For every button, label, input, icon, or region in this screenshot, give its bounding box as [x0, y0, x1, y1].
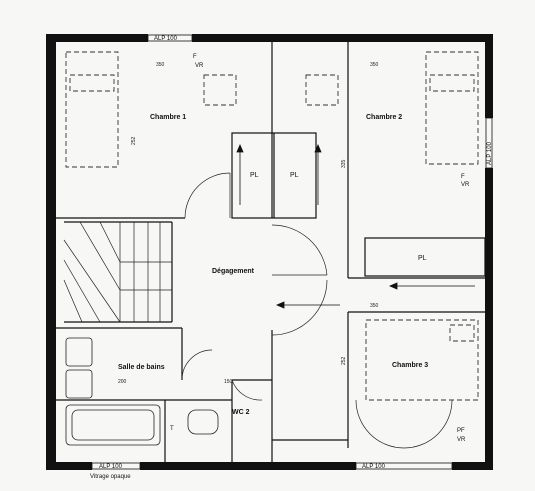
dim-top-left: 350	[156, 62, 165, 68]
tag-right-vr: VR	[461, 182, 470, 188]
tag-bath-t: T	[170, 426, 174, 432]
window-bottom	[91, 462, 141, 470]
window-bottom-right	[355, 462, 453, 470]
staircase	[63, 221, 172, 323]
furniture-dashed	[65, 51, 479, 401]
window-note-bottom: Vitrage opaque	[90, 474, 131, 480]
window-right	[485, 117, 493, 169]
dim-mid-right: 350	[370, 303, 379, 309]
window-label-bottom: ALP 100	[99, 464, 123, 470]
closet-label-pl2: PL	[290, 172, 299, 179]
tag-top-vr: VR	[195, 63, 204, 69]
arrows	[236, 143, 475, 309]
tag-bottom-vr: VR	[457, 437, 466, 443]
dim-top-right: 350	[370, 62, 379, 68]
closet-label-pl3: PL	[418, 255, 427, 262]
interior-walls	[56, 42, 486, 462]
tag-bottom-pf: PF	[457, 428, 465, 434]
window-label-right: ALP 100	[487, 141, 493, 165]
room-label-chambre2: Chambre 2	[366, 114, 402, 121]
bath-fixtures	[65, 337, 219, 446]
dim-mid-vertical: 335	[341, 159, 347, 168]
outer-walls	[46, 34, 493, 470]
dim-bottom-vertical: 252	[341, 356, 347, 365]
window-openings	[92, 34, 493, 470]
room-label-chambre1: Chambre 1	[150, 114, 186, 121]
door-swings	[181, 172, 453, 449]
window-label-bottom-right: ALP 100	[362, 464, 386, 470]
tag-right-f: F	[461, 174, 465, 180]
room-label-salle-de-bains: Salle de bains	[118, 364, 165, 371]
closet-label-pl1: PL	[250, 172, 259, 179]
dim-bath: 200	[118, 379, 127, 385]
dim-wc: 150	[224, 379, 233, 385]
room-label-chambre3: Chambre 3	[392, 362, 428, 369]
window-label-top: ALP 100	[154, 36, 178, 42]
window-top	[147, 34, 193, 42]
dim-left-vertical: 252	[131, 136, 137, 145]
room-label-degagement: Dégagement	[212, 268, 255, 275]
tag-top-f: F	[193, 54, 197, 60]
room-label-wc2: WC 2	[232, 409, 250, 416]
